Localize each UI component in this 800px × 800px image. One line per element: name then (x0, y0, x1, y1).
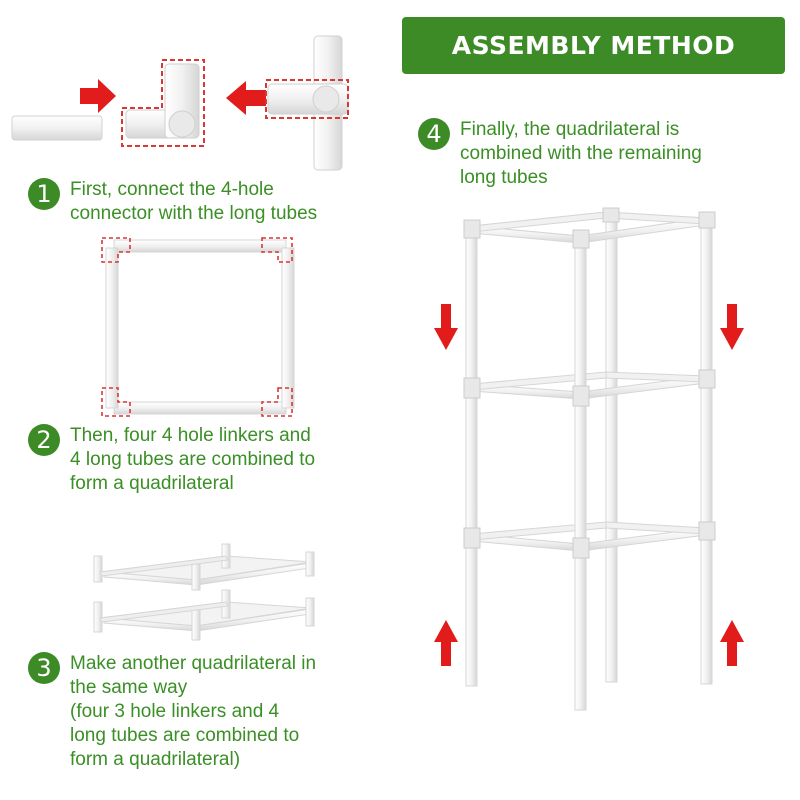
step-number-badge: 2 (28, 424, 60, 456)
step-3-text: Make another quadrilateral in the same w… (70, 653, 317, 770)
page-title: ASSEMBLY METHOD (451, 31, 736, 60)
flat-frame-bottom (93, 589, 315, 641)
title-banner: ASSEMBLY METHOD (402, 17, 785, 74)
step-1-text: First, connect the 4-hole connector with… (70, 179, 318, 224)
tee-connector (265, 35, 349, 171)
step-4-text: Finally, the quadrilateral is combined w… (460, 119, 702, 188)
tower-frame (434, 207, 744, 711)
step-2-text: Then, four 4 hole linkers and 4 long tub… (70, 425, 316, 494)
step-number-badge: 1 (28, 178, 60, 210)
step-4: 4 Finally, the quadrilateral is combined… (418, 118, 702, 190)
arrow-down-icon (720, 304, 744, 350)
step-number-badge: 4 (418, 118, 450, 150)
arrow-right-icon (80, 79, 116, 113)
step-2: 2 Then, four 4 hole linkers and 4 long t… (28, 424, 315, 496)
arrow-up-icon (434, 620, 458, 666)
square-frame (101, 237, 295, 417)
flat-frame-top (93, 543, 315, 591)
flat-frames (93, 543, 315, 641)
arrow-left-icon (226, 81, 266, 115)
connector-detail (11, 35, 349, 171)
elbow-connector (121, 59, 205, 147)
step-3: 3 Make another quadrilateral in the same… (28, 652, 316, 772)
long-tube (11, 115, 103, 141)
arrow-down-icon (434, 304, 458, 350)
arrow-up-icon (720, 620, 744, 666)
step-number-badge: 3 (28, 652, 60, 684)
step-1: 1 First, connect the 4-hole connector wi… (28, 178, 317, 226)
